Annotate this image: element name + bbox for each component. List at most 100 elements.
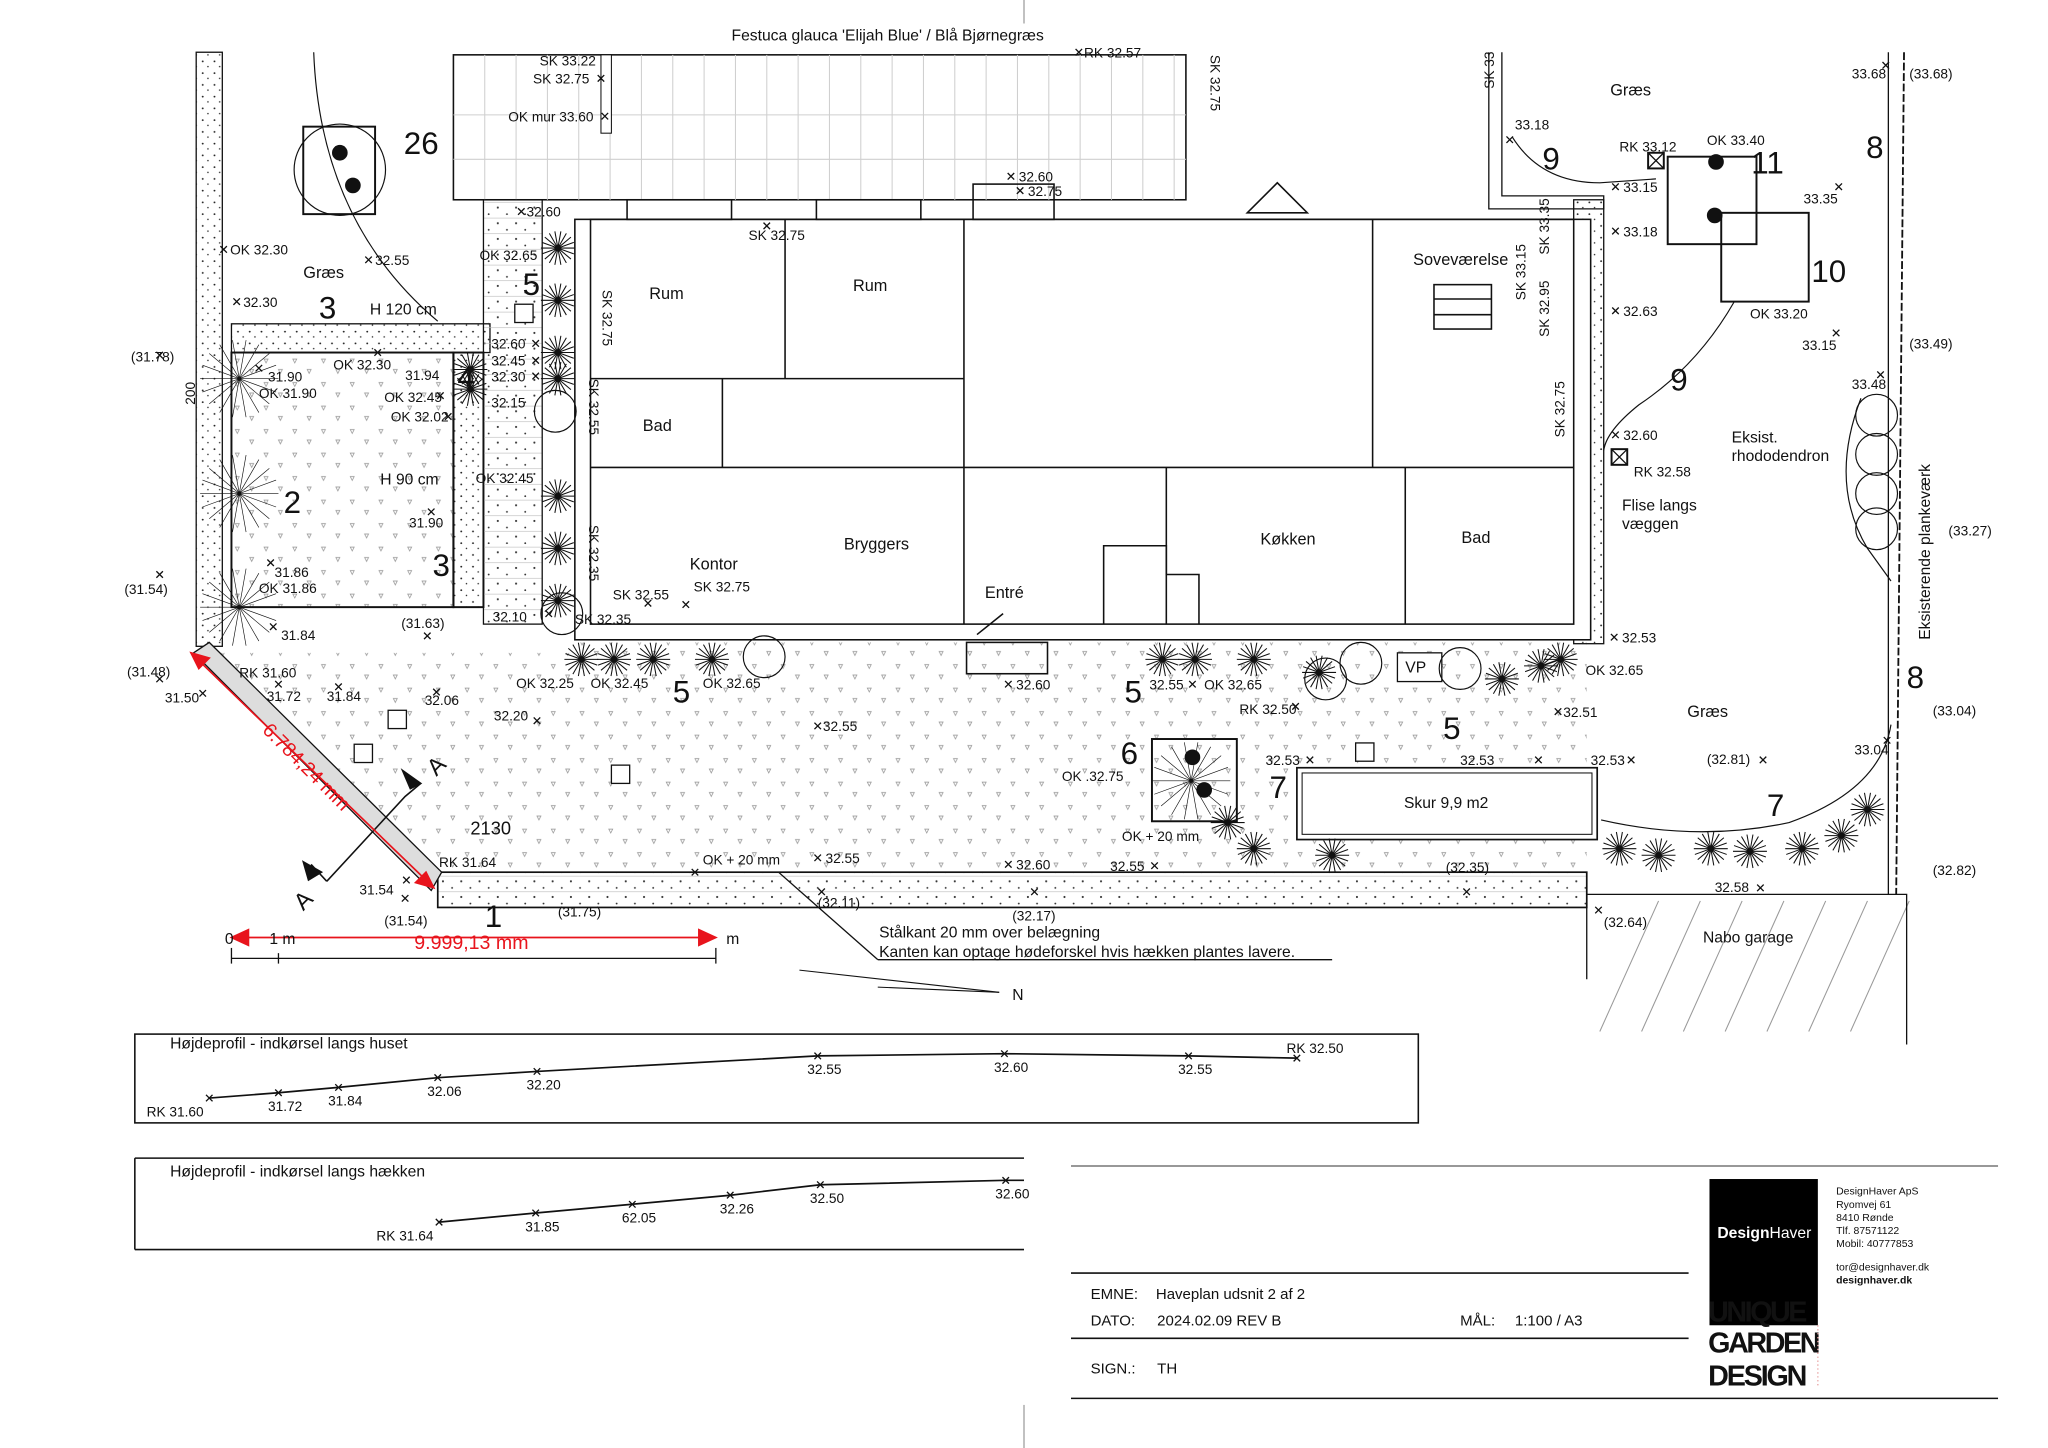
spot-mark: [517, 207, 526, 216]
plant-number: 5: [673, 674, 690, 709]
sign-value: TH: [1157, 1361, 1177, 1378]
spot-height: 32.75: [1028, 184, 1063, 199]
spot-mark: [531, 372, 540, 380]
room-label: Bryggers: [844, 536, 909, 554]
spot-height: OK 33.20: [1750, 307, 1808, 322]
shrub-icon: [200, 340, 279, 418]
side-path: [482, 199, 543, 625]
spot-height: OK + 20 mm: [1122, 829, 1199, 844]
profile-point-label: RK 32.50: [1286, 1041, 1343, 1056]
spot-height: 32.53: [1591, 753, 1626, 768]
spot-height: 32.63: [1623, 304, 1658, 319]
note-leader: [778, 871, 879, 961]
shrub-icon: [1302, 655, 1337, 690]
spot-height-rotated: SK 32.75: [1208, 55, 1223, 112]
spot-mark: [364, 256, 373, 264]
spot-mark: [531, 1209, 540, 1217]
spot-mark: [644, 599, 652, 607]
shrub-icon: [1145, 642, 1180, 677]
spot-height: 33.18: [1515, 117, 1550, 132]
company-contact: DesignHaver ApS Ryomvej 61 8410 Rønde Tl…: [1836, 1187, 1930, 1287]
shrub-icon: [1641, 838, 1676, 873]
spot-mark: [1000, 1049, 1009, 1058]
room-label: Rum: [853, 277, 887, 295]
plant-number: 7: [1767, 788, 1784, 823]
plant-10-box: [1720, 211, 1810, 303]
spot-mark: [763, 222, 771, 230]
heat-pump: [1396, 652, 1443, 683]
company-city: 8410 Rønde: [1836, 1213, 1894, 1224]
spot-mark: [628, 1200, 637, 1209]
note-rhodo-1: Eksist.: [1732, 430, 1778, 447]
company-email[interactable]: tor@designhaver.dk: [1836, 1262, 1930, 1273]
spot-height: 32.15: [491, 395, 526, 410]
tree-trunk-icon: [1196, 782, 1213, 798]
scale-bar-start: 0: [225, 931, 234, 948]
plant-number: 1: [485, 899, 502, 934]
spot-height: 31.72: [267, 689, 301, 704]
spot-height: OK 33.40: [1707, 133, 1765, 148]
room-label: Entré: [985, 584, 1024, 602]
shrub-icon: [1236, 642, 1271, 677]
spot-mark: [813, 1052, 822, 1060]
spot-mark: [533, 717, 541, 725]
maal-value: 1:100 / A3: [1515, 1312, 1583, 1329]
shrub-icon: [1824, 818, 1859, 853]
shrub-icon: [1850, 792, 1885, 827]
spot-height-rotated: SK 32.75: [1553, 381, 1568, 438]
shrub-icon: [1236, 831, 1271, 866]
spot-mark: [334, 1083, 343, 1092]
plant-number: 9: [1542, 142, 1559, 177]
note-shed: Skur 9,9 m2: [1404, 795, 1488, 812]
shrub-icon: [1855, 507, 1899, 551]
plant-number: 7: [1269, 770, 1286, 805]
neighbour-garage: [1599, 900, 1910, 1032]
spot-height: (32.81): [1707, 752, 1750, 767]
tree-trunk-icon: [1706, 207, 1723, 224]
dato-label: DATO:: [1091, 1312, 1135, 1329]
profile-point-label: 32.55: [1178, 1062, 1213, 1077]
spot-mark: [691, 868, 699, 876]
shrub-icon: [1855, 472, 1899, 516]
room-label: Soveværelse: [1413, 251, 1508, 269]
spot-height: (32.17): [1012, 909, 1055, 924]
spot-height: SK 32.75: [694, 579, 751, 594]
spot-mark: [1291, 702, 1300, 711]
spot-mark: [266, 559, 275, 567]
profile-point-label: 32.26: [720, 1201, 755, 1216]
spot-height: OK 32.65: [1585, 663, 1643, 678]
spot-height: OK 31.90: [259, 386, 317, 401]
shrub-icon: [540, 531, 575, 566]
plant-number: 3: [433, 548, 450, 583]
note-fence: Eksisterende plankeværk: [1917, 464, 1934, 640]
shrub-icon: [1524, 649, 1559, 683]
spot-mark: [682, 600, 690, 609]
profile-point-label: 32.20: [527, 1078, 562, 1093]
shrub-icon: [293, 123, 387, 217]
spot-height: OK + 20 mm: [703, 852, 780, 867]
spot-height: 33.15: [1802, 338, 1837, 353]
house: [574, 181, 1592, 675]
spot-height: 32.60: [1019, 169, 1054, 184]
spot-height-rotated: SK 32.55: [586, 379, 601, 436]
spot-mark: [533, 1067, 541, 1076]
lamp-icon: [387, 709, 408, 730]
spot-height: 31.84: [327, 689, 362, 704]
spot-mark: [1611, 431, 1620, 439]
spot-mark: [1004, 860, 1013, 869]
spot-mark: [1293, 1054, 1301, 1062]
spot-mark: [1759, 756, 1767, 764]
profile-point-label: 62.05: [622, 1211, 657, 1226]
note-wall-h90: H 90 cm: [380, 471, 438, 488]
company-website[interactable]: designhaver.dk: [1836, 1275, 1912, 1286]
shrub-icon: [1693, 831, 1728, 866]
spot-mark: [155, 675, 164, 683]
shrub-icon: [1438, 647, 1482, 690]
spot-mark: [155, 570, 164, 579]
spot-height: OK 32.45: [384, 390, 442, 405]
note-flise-2: væggen: [1622, 516, 1679, 533]
scale-bar-tick: 1 m: [269, 931, 295, 948]
spot-mark: [432, 688, 441, 696]
spot-height: RK 32.57: [1084, 45, 1141, 60]
company-logo: DesignHaver UNIQUE GARDEN DESIGN: [1708, 1179, 1820, 1392]
